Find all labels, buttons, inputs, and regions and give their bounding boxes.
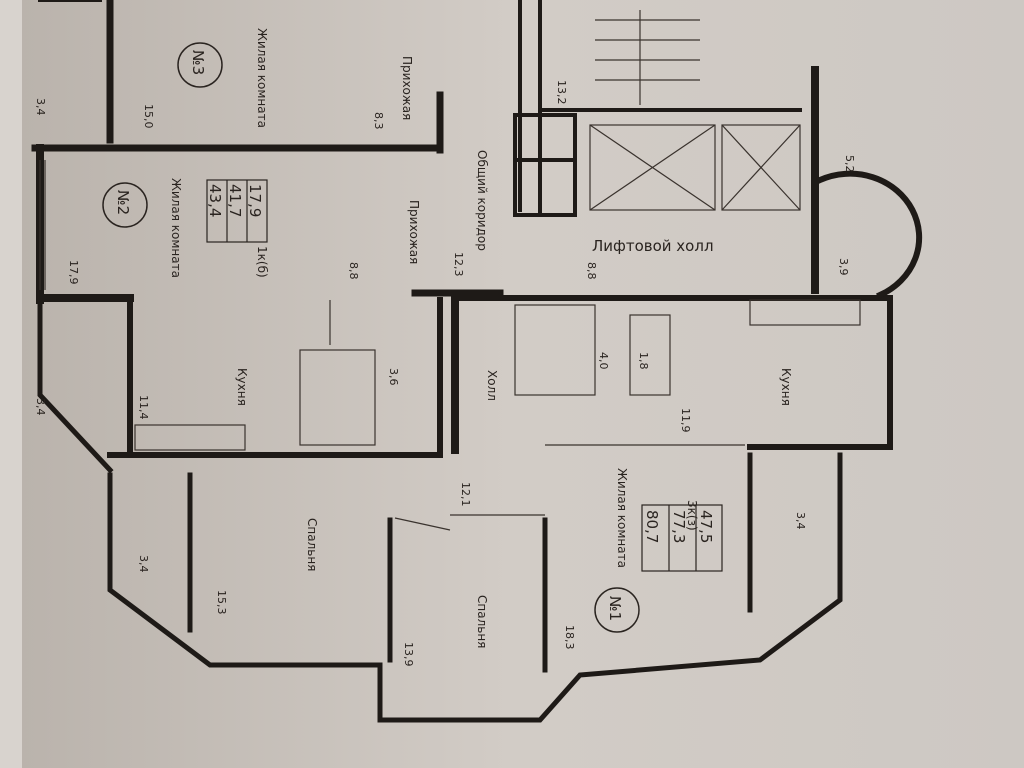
apt1-kitchen-label: Кухня (779, 368, 793, 406)
elevator-shaft-2 (721, 124, 801, 211)
apt3-living-area: 15,0 (142, 104, 155, 129)
apt1-hall-area: 12,1 (459, 482, 472, 507)
apt2-kitchen-area: 11,4 (137, 395, 150, 420)
apt1-living-label: Жилая комната (615, 468, 629, 568)
apt2-total-area: 41,7 (226, 184, 244, 217)
kitchen-counter (134, 424, 246, 451)
apt1-number: №1 (606, 596, 624, 621)
apt3-balcony-area: 3,4 (34, 98, 47, 116)
apt2-number: №2 (114, 190, 132, 215)
apt1-balcony2-area: 3,4 (137, 555, 150, 573)
apt1-area-table: 47,5 77,3 80,7 (641, 504, 723, 572)
bathtub-2 (299, 349, 376, 446)
common-corridor-label: Общий коридор (475, 150, 489, 251)
apt1-bedroom1-area: 15,3 (215, 590, 228, 615)
apt3-number-circle (177, 42, 223, 88)
apt1-bedroom1-label: Спальня (305, 518, 319, 571)
stairs (595, 10, 700, 105)
apt1-bedroom2-label: Спальня (475, 595, 489, 648)
lift-hall-area: 8,8 (585, 262, 598, 280)
kitchen-counter-2 (749, 299, 861, 326)
apt3-hallway-label: Прихожая (400, 56, 414, 120)
apt1-bedroom2-area: 13,9 (402, 642, 415, 667)
bay-area: 3,9 (837, 258, 850, 276)
apt2-hallway-label: Прихожая (407, 200, 421, 264)
toilet-room (629, 314, 671, 396)
apt1-balcony1-area: 3,4 (794, 512, 807, 530)
apt1-total-with-balcony: 80,7 (643, 510, 661, 543)
apt1-living-area-total: 47,5 (697, 510, 715, 543)
apt2-area-table: 17,9 41,7 43,4 (206, 179, 268, 243)
bathtub (514, 304, 596, 396)
apt1-kitchen-area: 11,9 (679, 408, 692, 433)
apt1-wc-area: 1,8 (637, 352, 650, 370)
apt1-number-circle (594, 587, 640, 633)
apt2-living-area: 17,9 (67, 260, 80, 285)
apt2-living-label: Жилая комната (169, 178, 183, 278)
apt3-hallway-area: 8,3 (372, 112, 385, 130)
elevator-shaft-1 (589, 124, 716, 211)
apt2-living-area-total: 17,9 (246, 184, 264, 217)
apt1-living-area: 18,3 (563, 625, 576, 650)
apt3-living-label: Жилая комната (255, 28, 269, 128)
apt2-type: 1к(б) (255, 246, 269, 278)
apt2-balcony-area: 3,4 (34, 398, 47, 416)
common-corridor-area: 12,3 (452, 252, 465, 277)
lift-hall-label: Лифтовой холл (592, 237, 714, 255)
apt2-hallway-area: 8,8 (347, 262, 360, 280)
apt2-number-circle (102, 182, 148, 228)
fixtures (39, 10, 861, 531)
stair-area: 13,2 (555, 80, 568, 105)
apt1-bath-area: 4,0 (597, 352, 610, 370)
apt1-total-area: 77,3 (670, 510, 688, 543)
vestibule-area: 5,2 (843, 155, 856, 173)
apt2-kitchen-label: Кухня (235, 368, 249, 406)
apt2-bathroom-area: 3,6 (387, 368, 400, 386)
paper-edge (0, 0, 22, 768)
apt1-hall-label: Холл (485, 370, 499, 401)
walls (31, 0, 923, 723)
apt3-number: №3 (189, 50, 207, 75)
apt2-total-with-balcony: 43,4 (206, 184, 224, 217)
